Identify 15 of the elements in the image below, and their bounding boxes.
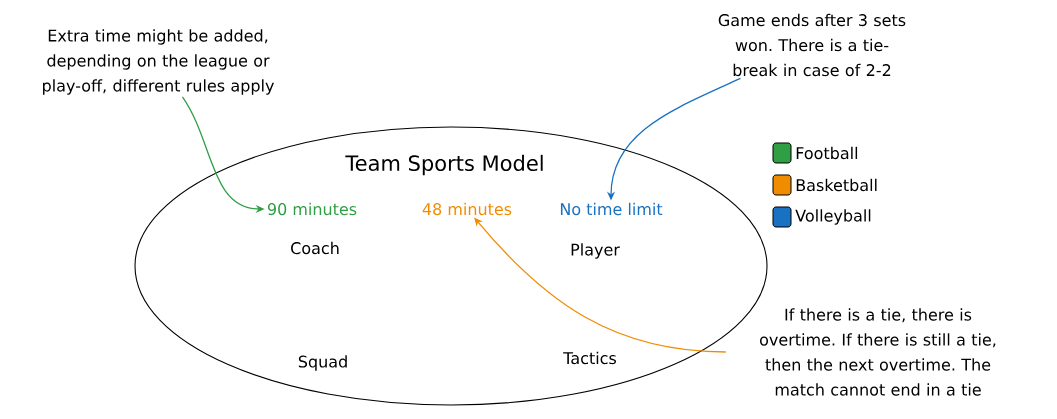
duration-label: 90 minutes xyxy=(267,202,357,216)
arrow xyxy=(474,217,727,353)
annotation-text: Game ends after 3 sets won. There is a tie-break in case of 2-2 xyxy=(718,13,906,77)
role-label: Player xyxy=(571,243,620,259)
legend-label: Football xyxy=(796,146,858,160)
role-label: Coach xyxy=(291,241,339,255)
model-title: Team Sports Model xyxy=(345,154,543,176)
role-label: Squad xyxy=(298,355,347,371)
annotation-text: If there is a tie, there is overtime. If there is still a tie, then the next overtime. The match cannot end in a tie xyxy=(760,308,996,396)
duration-label: No time limit xyxy=(560,202,663,216)
duration-label: 48 minutes xyxy=(422,202,512,216)
legend-label: Basketball xyxy=(796,178,877,192)
role-label: Tactics xyxy=(563,351,617,365)
legend-label: Volleyball xyxy=(795,209,871,225)
annotation-text: Extra time might be added, depending on the league or play-off, different rules apply xyxy=(43,29,274,95)
